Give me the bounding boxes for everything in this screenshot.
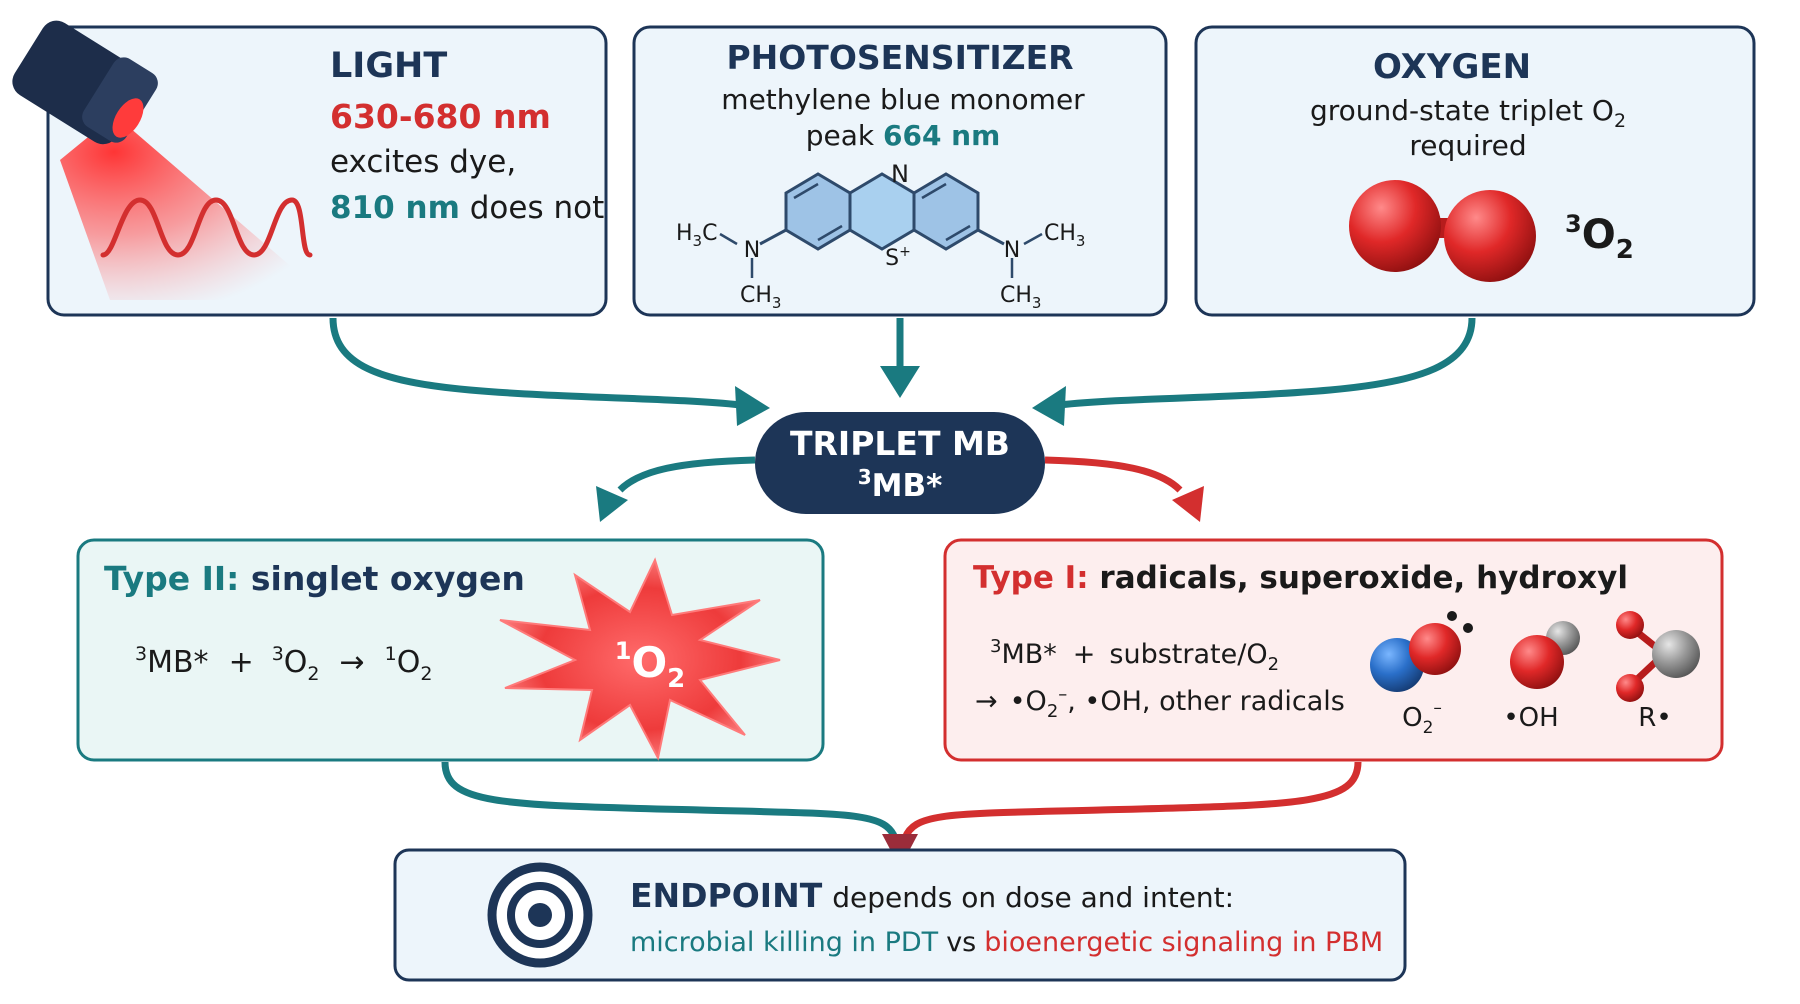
type1-heading: Type I: radicals, superoxide, hydroxyl	[973, 560, 1628, 596]
atom-n-left: N	[744, 238, 760, 263]
arrows-to-types	[596, 456, 1204, 522]
burst-label: 1O2	[615, 637, 686, 694]
ps-peak: peak 664 nm	[806, 119, 1001, 152]
triplet-label: 3MB*	[858, 465, 943, 504]
atom-n-right: N	[1004, 238, 1020, 263]
type2-box: Type II: singlet oxygen 3MB*+3O2→1O2 1O2	[76, 538, 825, 762]
light-line3: 810 nm does not	[330, 190, 604, 226]
oxygen-title: OXYGEN	[1373, 47, 1531, 87]
atom-ch3-right-top: CH3	[1044, 221, 1085, 250]
atom-ch3-left: CH3	[740, 283, 781, 312]
oxygen-label: 3O2	[1565, 210, 1634, 265]
hydroxyl-molecule-icon	[1510, 621, 1580, 689]
light-line2: excites dye,	[330, 144, 516, 180]
type1-equation-1: 3MB*+substrate/O2	[990, 636, 1279, 675]
photosensitizer-box: PHOTOSENSITIZER methylene blue monomer p…	[632, 25, 1168, 317]
singlet-oxygen-burst-icon	[499, 557, 781, 761]
oxygen-molecule-icon	[1349, 180, 1536, 282]
radical-label: R•	[1638, 703, 1671, 733]
triplet-mb-node: TRIPLET MB 3MB*	[755, 412, 1045, 514]
arrows-to-triplet	[329, 317, 1476, 426]
superoxide-molecule-icon	[1370, 611, 1473, 692]
light-title: LIGHT	[330, 46, 447, 86]
hydroxyl-label: •OH	[1503, 703, 1558, 733]
atom-n-top: N	[891, 160, 909, 188]
ps-title: PHOTOSENSITIZER	[726, 38, 1073, 77]
atom-s: S+	[885, 244, 911, 271]
target-icon	[487, 862, 593, 968]
type2-heading: Type II: singlet oxygen	[104, 559, 525, 598]
triplet-title: TRIPLET MB	[790, 424, 1010, 463]
type1-equation-2: →•O2–, •OH, other radicals	[975, 684, 1345, 722]
superoxide-label: O2–	[1402, 698, 1442, 738]
methylene-blue-structure: N S+ H3C N CH3 N CH3 CH3	[676, 160, 1085, 312]
radical-molecule-icon	[1616, 611, 1700, 702]
light-range: 630-680 nm	[330, 97, 551, 136]
light-wave-icon	[100, 197, 313, 258]
ps-line1: methylene blue monomer	[721, 83, 1085, 116]
atom-h3c: H3C	[676, 221, 717, 250]
type2-equation: 3MB*+3O2→1O2	[135, 643, 432, 685]
oxygen-line2: required	[1409, 129, 1526, 162]
type1-box: Type I: radicals, superoxide, hydroxyl 3…	[943, 538, 1724, 762]
atom-ch3-right: CH3	[1000, 283, 1041, 312]
oxygen-line1: ground-state triplet O2	[1310, 94, 1626, 132]
light-box: LIGHT 630-680 nm excites dye, 810 nm doe…	[12, 20, 608, 317]
oxygen-box: OXYGEN ground-state triplet O2 required …	[1194, 25, 1756, 317]
